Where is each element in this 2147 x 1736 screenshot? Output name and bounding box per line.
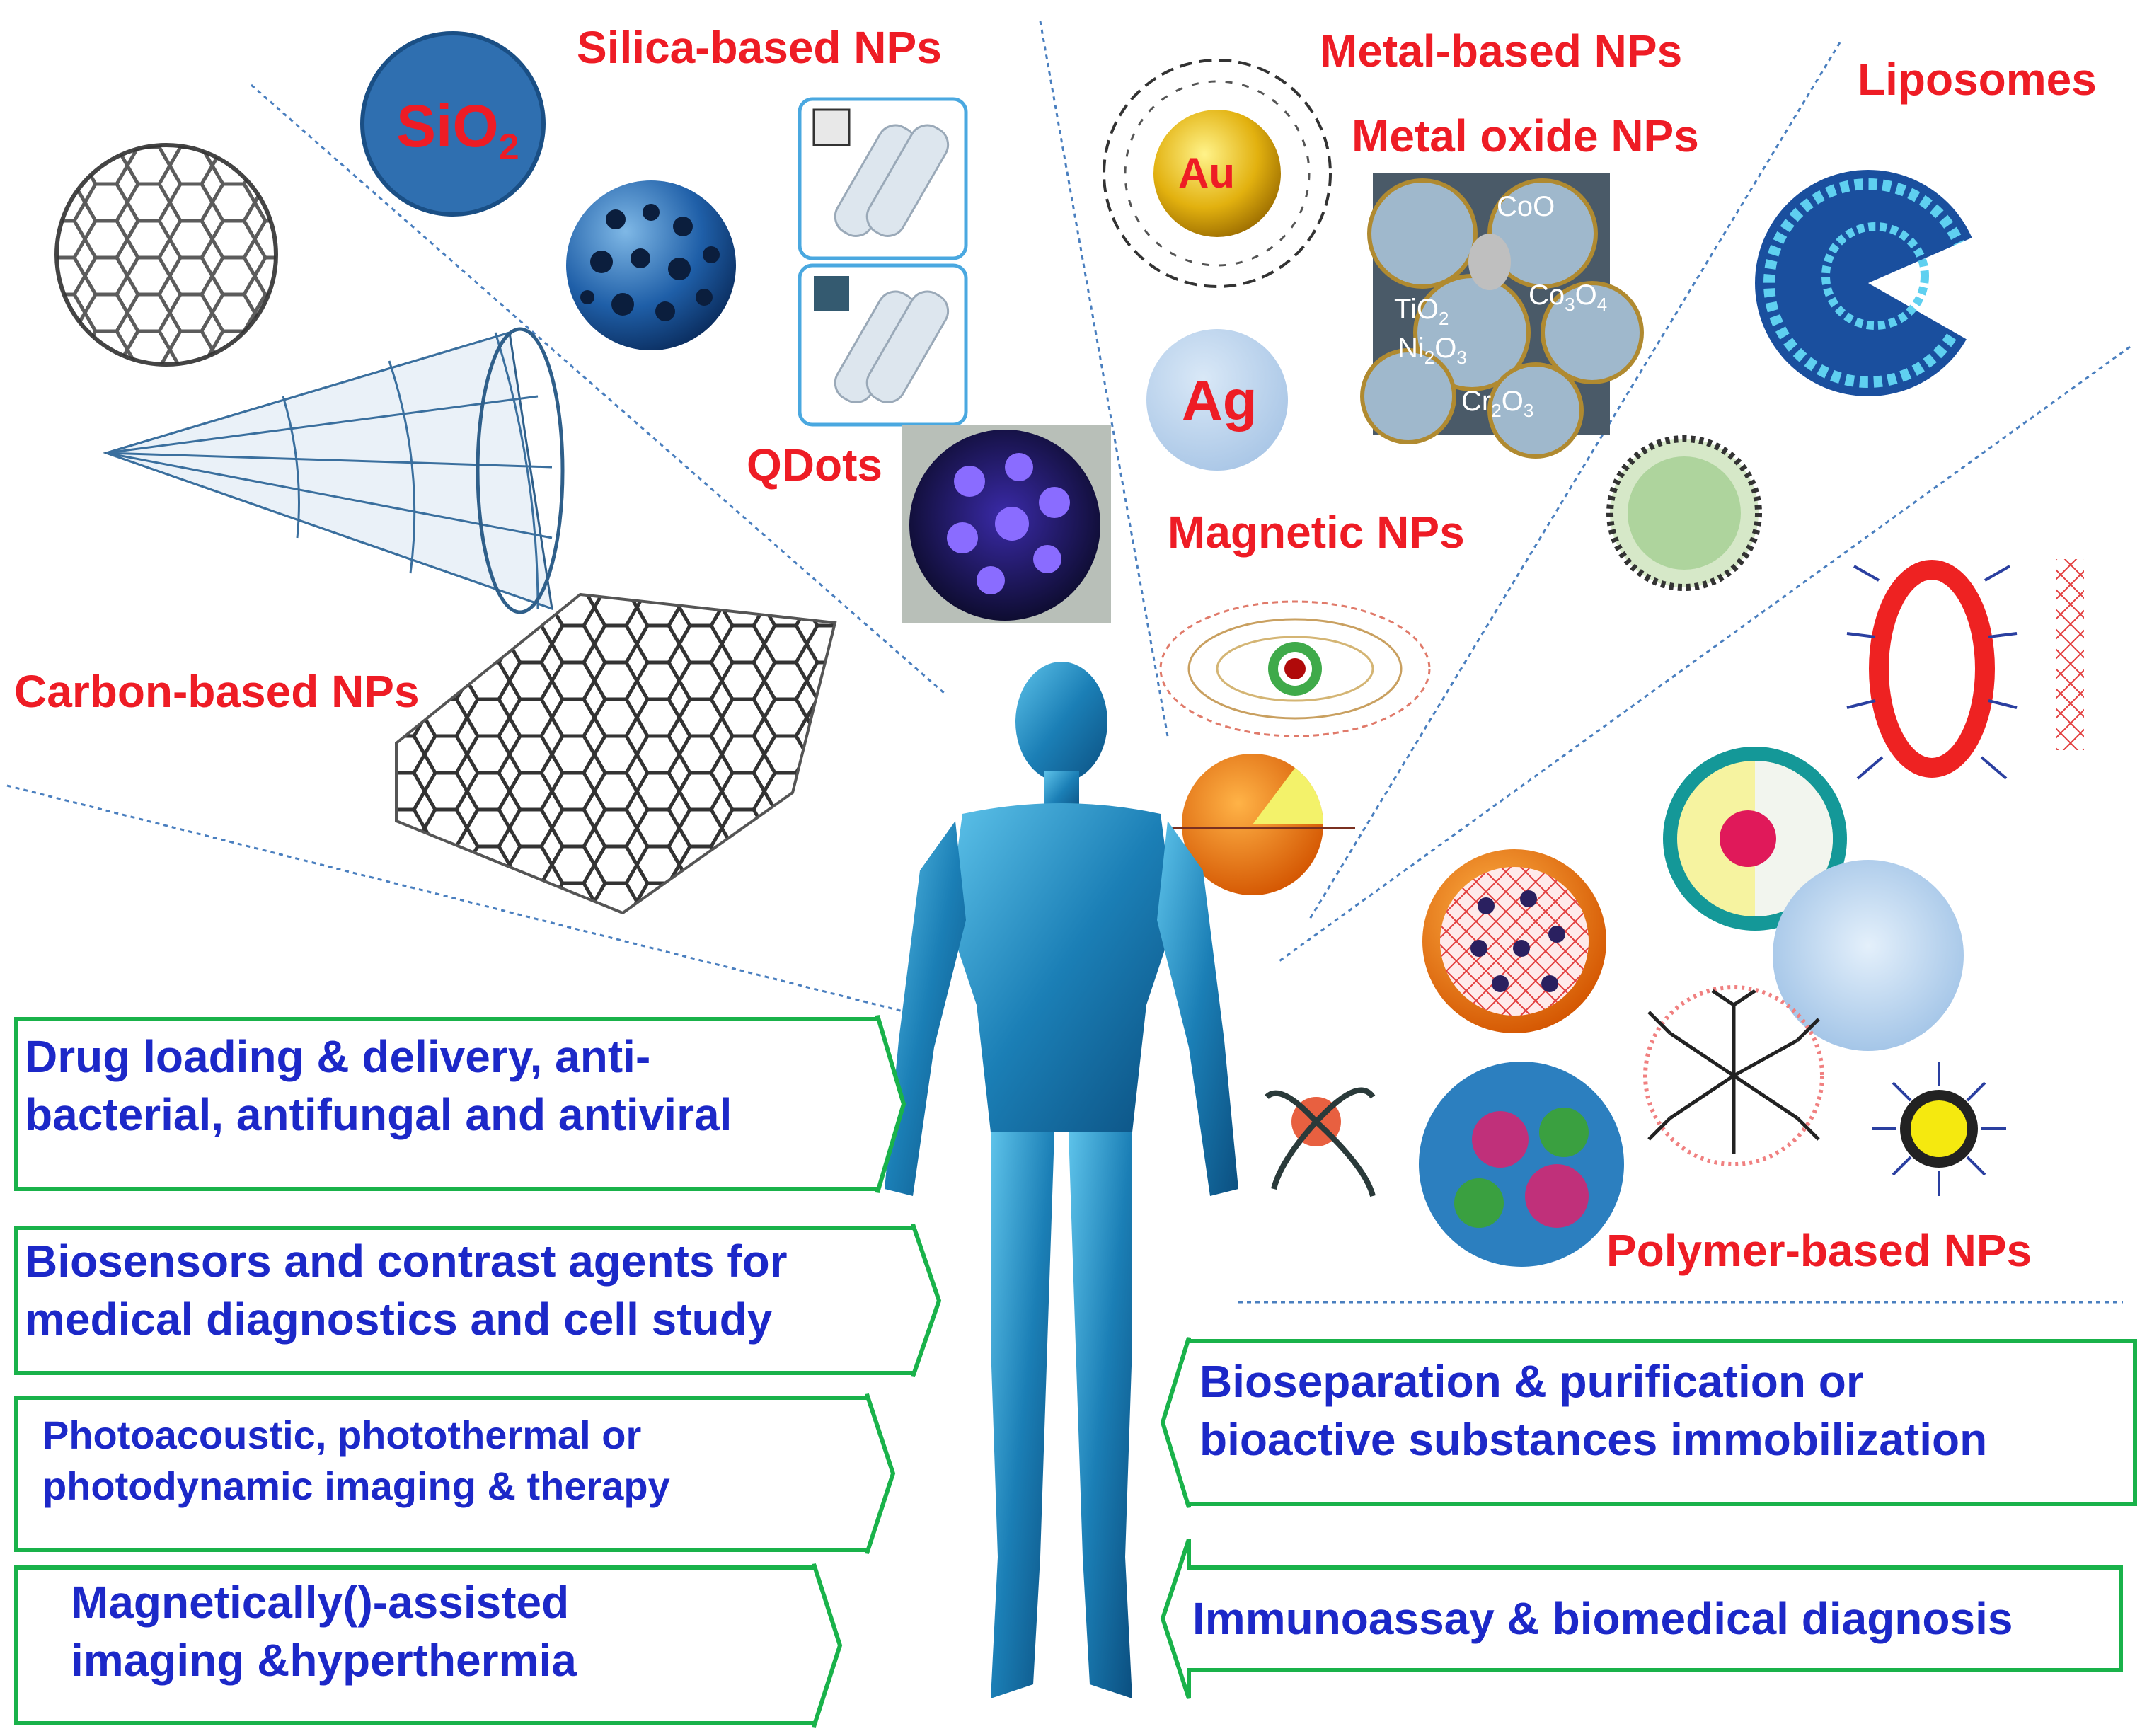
tio2-label: TiO2 [1394,294,1449,329]
polymer-ring-icon [1846,559,2084,780]
graphene-icon [395,592,837,915]
qdot-icon [902,425,1111,623]
qdots-label: QDots [747,439,882,490]
polymer-np-label: Polymer-based NPs [1606,1225,2032,1276]
dendrimer-icon [1643,985,1824,1166]
application-drug-delivery: Drug loading & delivery, anti- bacterial… [14,1015,906,1193]
liposome-icon [1755,170,1989,396]
metal-np-label: Metal-based NPs [1320,25,1683,76]
application-photoacoustic: Photoacoustic, photothermal or photodyna… [14,1393,896,1554]
silver-nanoparticle-icon [1146,329,1288,471]
application-biosensors: Biosensors and contrast agents for medic… [14,1224,942,1377]
core-shell-icon [1168,754,1355,895]
cr2o3-label: Cr2O3 [1461,386,1534,421]
biosensors-line1: Biosensors and contrast agents for [25,1236,788,1287]
photoacoustic-line1: Photoacoustic, photothermal or [42,1413,642,1457]
metal-oxide-icon [1360,173,1644,459]
magnetic-np-label: Magnetic NPs [1168,507,1465,558]
drug-delivery-line2: bacterial, antifungal and antiviral [25,1088,732,1140]
biosensors-line2: medical diagnostics and cell study [25,1293,773,1345]
gold-nanoparticle-icon [1103,59,1332,288]
application-immunoassay: Immunoassay & biomedical diagnosis [1160,1539,2123,1699]
drug-delivery-line1: Drug loading & delivery, anti- [25,1031,651,1082]
coo-label: CoO [1497,191,1555,222]
magnetic-field-icon [1159,600,1431,737]
magnetic-imaging-line2: imaging &hyperthermia [71,1634,577,1686]
photoacoustic-line2: photodynamic imaging & therapy [42,1463,670,1508]
bioseparation-line1: Bioseparation & purification or [1199,1356,1864,1407]
micelle-icon [1606,435,1762,591]
fullerene-icon [54,143,278,367]
sio2-sphere-icon [360,31,546,217]
au-label: Au [1178,149,1235,197]
carbon-np-label: Carbon-based NPs [14,666,420,717]
bioseparation-line2: bioactive substances immobilization [1199,1413,1988,1465]
magnetic-imaging-line1: Magnetically()-assisted [71,1577,570,1628]
nanotube-icon [103,327,565,614]
silica-np-label: Silica-based NPs [577,22,942,73]
sio2-label: SiO2 [396,93,519,168]
application-magnetic-imaging: Magnetically()-assisted imaging &hyperth… [14,1563,843,1728]
co3o4-label: Co3O4 [1529,280,1608,315]
metal-oxide-np-label: Metal oxide NPs [1352,110,1699,161]
application-bioseparation: Bioseparation & purification or bioactiv… [1160,1337,2137,1508]
divider-lines [6,21,2131,1304]
immunoassay-line1: Immunoassay & biomedical diagnosis [1192,1593,2013,1644]
polymer-icon [1265,747,2006,1267]
mesoporous-silica-icon [566,97,968,427]
ag-label: Ag [1182,369,1257,432]
liposomes-label: Liposomes [1858,54,2097,105]
ni2o3-label: Ni2O3 [1398,333,1467,368]
